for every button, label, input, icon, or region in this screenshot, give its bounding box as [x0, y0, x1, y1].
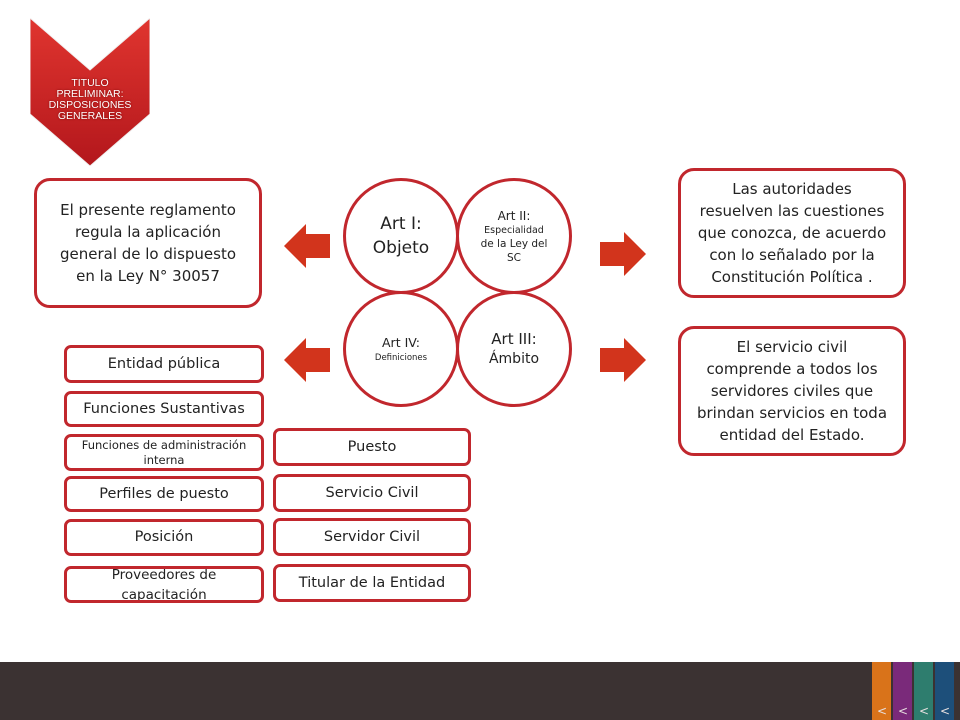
definition-label: Titular de la Entidad	[298, 574, 446, 591]
article-sub-small: Especialidad	[484, 224, 544, 236]
objeto-description-text: El presente reglamento regula la aplicac…	[59, 201, 237, 285]
definition-item: Servicio Civil	[273, 474, 471, 512]
definition-item: Proveedores de capacitación	[64, 566, 264, 603]
definition-item: Entidad pública	[64, 345, 264, 383]
definition-label: Entidad pública	[107, 355, 221, 372]
definition-label: Posición	[134, 529, 194, 545]
footer-bar	[0, 662, 960, 720]
especialidad-description-text: Las autoridades resuelven las cuestiones…	[697, 180, 887, 286]
right-arrow-icon	[600, 232, 646, 276]
right-arrow-icon	[600, 338, 646, 382]
article-sub: Ámbito	[488, 351, 540, 367]
definition-label: Perfiles de puesto	[99, 485, 229, 502]
definition-label: Servicio Civil	[325, 484, 419, 501]
definition-item: Perfiles de puesto	[64, 476, 264, 512]
article-circle-definiciones: Art IV: Definiciones	[343, 291, 459, 407]
article-circle-objeto: Art I: Objeto	[343, 178, 459, 294]
ambito-description-text: El servicio civil comprende a todos los …	[696, 338, 888, 444]
definition-label: Funciones Sustantivas	[83, 400, 245, 417]
left-arrow-icon	[284, 224, 330, 268]
article-circle-especialidad: Art II: Especialidad de la Ley del SC	[456, 178, 572, 294]
article-label: Art III:	[491, 330, 537, 348]
footer-stripe: <	[914, 662, 933, 720]
definition-label: Servidor Civil	[323, 528, 421, 545]
definition-item: Puesto	[273, 428, 471, 466]
left-arrow-icon	[284, 338, 330, 382]
definition-item: Posición	[64, 519, 264, 556]
article-label: Art IV:	[382, 335, 420, 350]
article-label: Art I:	[380, 214, 422, 234]
definition-item: Titular de la Entidad	[273, 564, 471, 602]
footer-nav-icon: <	[877, 704, 888, 718]
especialidad-description-box: Las autoridades resuelven las cuestiones…	[678, 168, 906, 298]
objeto-description-box: El presente reglamento regula la aplicac…	[34, 178, 262, 308]
title-chevron-text: TITULO PRELIMINAR: DISPOSICIONES GENERAL…	[48, 77, 132, 122]
footer-nav-icon: <	[898, 704, 909, 718]
title-chevron-shape	[30, 18, 150, 166]
definition-item: Servidor Civil	[273, 518, 471, 556]
ambito-description-box: El servicio civil comprende a todos los …	[678, 326, 906, 456]
definition-label: Puesto	[347, 438, 397, 455]
article-sub: Objeto	[372, 238, 430, 258]
article-sub: Definiciones	[374, 353, 428, 363]
footer-nav-icon: <	[919, 704, 930, 718]
article-label: Art II:	[497, 208, 531, 223]
footer-nav-icon: <	[940, 704, 951, 718]
definition-label: Proveedores de capacitación	[111, 566, 217, 603]
definition-item: Funciones Sustantivas	[64, 391, 264, 427]
article-circle-ambito: Art III: Ámbito	[456, 291, 572, 407]
article-sub: de la Ley del SC	[480, 237, 548, 264]
footer-stripe: <	[893, 662, 912, 720]
definition-label: Funciones de administración interna	[81, 437, 247, 467]
footer-stripe: <	[935, 662, 954, 720]
definition-item: Funciones de administración interna	[64, 434, 264, 471]
footer-stripe: <	[872, 662, 891, 720]
